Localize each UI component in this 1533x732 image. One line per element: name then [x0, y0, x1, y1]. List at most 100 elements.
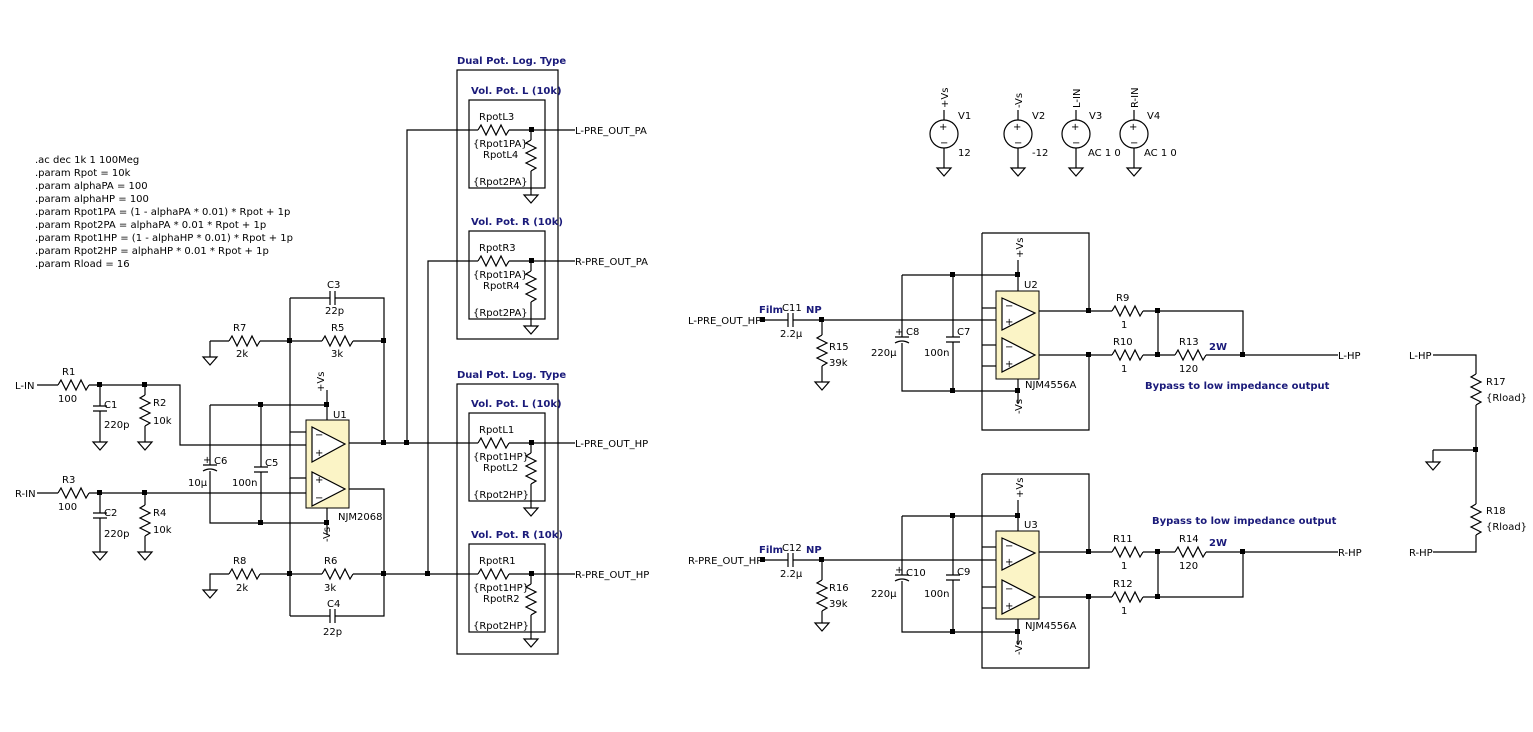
ground-symbol [935, 167, 953, 177]
r2-value: 10k [153, 416, 172, 427]
svg-text:+: + [1005, 601, 1013, 612]
resistor-rpotl1[interactable] [477, 436, 510, 450]
resistor-rpotr1[interactable] [477, 567, 510, 581]
resistor-r5[interactable] [321, 334, 354, 348]
ground-symbol [1125, 167, 1143, 177]
u3-pos-supply: +Vs [1015, 478, 1026, 498]
v4-net: R-IN [1130, 87, 1141, 108]
resistor-r13[interactable] [1174, 348, 1207, 362]
rpotr2-value: {Rpot2HP} [473, 621, 529, 632]
resistor-r14[interactable] [1174, 545, 1207, 559]
svg-text:−: − [1014, 138, 1022, 149]
net-label-r-hp-out: R-HP [1338, 548, 1362, 559]
directive-rpot1hp: .param Rpot1HP = (1 - alphaHP * 0.01) * … [35, 233, 293, 244]
r11-value: 1 [1121, 561, 1127, 572]
c1-value: 220p [104, 420, 129, 431]
r16-value: 39k [829, 599, 848, 610]
c6-polarity: + [203, 455, 211, 466]
svg-text:+: + [1071, 122, 1079, 133]
directive-rpot: .param Rpot = 10k [35, 168, 131, 179]
resistor-rpotl4[interactable] [524, 139, 538, 172]
pot-group-pa: Dual Pot. Log. Type Vol. Pot. L (10k) Rp… [456, 56, 648, 340]
r14-power: 2W [1209, 538, 1227, 549]
svg-text:+: + [895, 327, 903, 338]
svg-text:−: − [1005, 584, 1013, 595]
note-bypass-right: Bypass to low impedance output [1152, 516, 1337, 527]
c9-value: 100n [924, 589, 949, 600]
resistor-r3[interactable] [57, 486, 90, 500]
resistor-r16[interactable] [815, 579, 829, 612]
c5-value: 100n [232, 478, 257, 489]
net-label-r-in: R-IN [15, 489, 36, 500]
pot-r3-title: Vol. Pot. R (10k) [471, 217, 563, 228]
rpotl4-value: {Rpot2PA} [473, 177, 528, 188]
directive-rpot2pa: .param Rpot2PA = alphaPA * 0.01 * Rpot +… [35, 220, 266, 231]
capacitor-c4[interactable] [329, 609, 336, 623]
resistor-rpotr3[interactable] [477, 254, 510, 268]
resistor-r17[interactable] [1469, 373, 1483, 406]
ground-symbol [136, 551, 154, 561]
r18-name: R18 [1486, 506, 1506, 517]
resistor-rpotr2[interactable] [524, 583, 538, 616]
r6-value: 3k [324, 583, 336, 594]
resistor-rpotl3[interactable] [477, 123, 510, 137]
svg-text:−: − [1005, 541, 1013, 552]
input-section: L-IN R1 100 C1 220p R2 10k R-IN R3 100 [15, 367, 306, 561]
c1-name: C1 [104, 400, 117, 411]
svg-text:+: + [1005, 557, 1013, 568]
svg-text:−: − [1005, 301, 1013, 312]
resistor-r8[interactable] [228, 567, 261, 581]
capacitor-c10[interactable] [894, 574, 910, 582]
capacitor-c12[interactable] [787, 553, 794, 567]
resistor-r18[interactable] [1469, 503, 1483, 536]
resistor-r11[interactable] [1111, 545, 1144, 559]
resistor-r2[interactable] [138, 394, 152, 427]
r8-value: 2k [236, 583, 248, 594]
ground-symbol [201, 356, 219, 366]
resistor-rpotl2[interactable] [524, 452, 538, 485]
net-label-r-pre-out-hp: R-PRE_OUT_HP [575, 570, 649, 581]
r12-name: R12 [1113, 579, 1133, 590]
u3-value: NJM4556A [1025, 621, 1077, 632]
v2-net: -Vs [1014, 93, 1025, 108]
resistor-r9[interactable] [1111, 304, 1144, 318]
resistor-rpotr4[interactable] [524, 270, 538, 303]
c11-film: Film [759, 305, 783, 316]
resistor-r10[interactable] [1111, 348, 1144, 362]
u2-value: NJM4556A [1025, 380, 1077, 391]
capacitor-c8[interactable] [894, 336, 910, 344]
voltage-sources: +Vs + − V1 12 -Vs + − V2 -12 L-IN + − V3… [929, 87, 1177, 177]
capacitor-c6[interactable] [202, 464, 218, 472]
resistor-r6[interactable] [321, 567, 354, 581]
u3-name: U3 [1024, 520, 1038, 531]
u1-stage: +Vs + C6 10µ C5 100n -Vs − + + − U1 NJM2… [188, 129, 468, 638]
r5-name: R5 [331, 323, 344, 334]
u2-neg-supply: -Vs [1014, 399, 1025, 414]
u1-neg-supply: -Vs [322, 527, 333, 542]
resistor-r7[interactable] [228, 334, 261, 348]
rpotr1-name: RpotR1 [479, 556, 516, 567]
net-label-l-hp-out: L-HP [1338, 351, 1361, 362]
ground-symbol [201, 589, 219, 599]
resistor-r15[interactable] [815, 334, 829, 367]
pot-l3-title: Vol. Pot. L (10k) [471, 86, 562, 97]
u1-pos-supply: +Vs [316, 372, 327, 392]
svg-text:+: + [1005, 317, 1013, 328]
load-section: L-HP R17 {Rload} R18 {Rload} R-HP [1409, 351, 1527, 559]
capacitor-c3[interactable] [329, 291, 336, 305]
net-label-r-pre-out-hp-in: R-PRE_OUT_HP [688, 556, 762, 567]
ground-symbol [1067, 167, 1085, 177]
svg-text:−: − [1005, 342, 1013, 353]
svg-text:+: + [315, 448, 323, 459]
v1-name: V1 [958, 111, 971, 122]
rpotr2-name: RpotR2 [483, 594, 520, 605]
resistor-r12[interactable] [1111, 590, 1144, 604]
resistor-r1[interactable] [57, 378, 90, 392]
resistor-r4[interactable] [138, 504, 152, 537]
c10-value: 220µ [871, 589, 897, 600]
capacitor-c11[interactable] [787, 313, 794, 327]
rpotr4-name: RpotR4 [483, 281, 520, 292]
r15-name: R15 [829, 342, 849, 353]
pot-group-pa-title: Dual Pot. Log. Type [457, 56, 566, 67]
r9-name: R9 [1116, 293, 1129, 304]
